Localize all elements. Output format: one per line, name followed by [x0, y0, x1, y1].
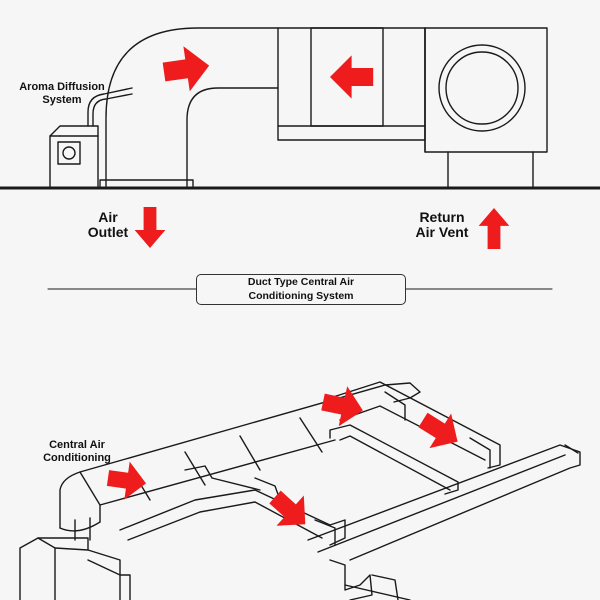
aroma-label-line1: Aroma Diffusion — [19, 81, 105, 93]
aroma-diffusion-label: Aroma Diffusion System — [14, 81, 110, 107]
return-air-vent-label: Return Air Vent — [408, 209, 476, 241]
title-line2: Conditioning System — [248, 289, 354, 302]
airflow-arrows — [106, 46, 510, 526]
elbow-duct-inner — [186, 87, 279, 187]
return-line2: Air Vent — [415, 224, 469, 241]
top-section — [0, 27, 600, 190]
fan-icon — [438, 44, 526, 132]
air-outlet-line2: Outlet — [87, 224, 129, 241]
arrow-up-return-icon — [478, 208, 510, 249]
central-line1: Central Air — [49, 439, 105, 451]
arrow-center-branch-icon — [269, 490, 306, 526]
aroma-label-line2: System — [42, 94, 82, 107]
diagram-title: Duct Type Central Air Conditioning Syste… — [196, 274, 406, 305]
arrow-elbow-icon — [162, 46, 210, 92]
arrow-central-icon — [106, 461, 147, 500]
air-outlet-line1: Air — [98, 209, 118, 225]
return-line1: Return — [419, 209, 465, 225]
arrow-right-branch-icon — [418, 412, 458, 449]
aroma-device-icon — [49, 87, 133, 189]
isometric-ducts — [19, 381, 581, 600]
arrow-down-outlet-icon — [134, 207, 166, 248]
central-air-label: Central Air Conditioning — [30, 439, 124, 465]
elbow-duct — [105, 27, 279, 187]
central-line2: Conditioning — [43, 452, 111, 465]
arrow-handler-icon — [330, 55, 374, 99]
title-line1: Duct Type Central Air — [247, 276, 355, 289]
fan-unit — [424, 27, 548, 153]
air-outlet-label: Air Outlet — [82, 209, 134, 241]
arrow-top-duct-icon — [321, 386, 363, 427]
